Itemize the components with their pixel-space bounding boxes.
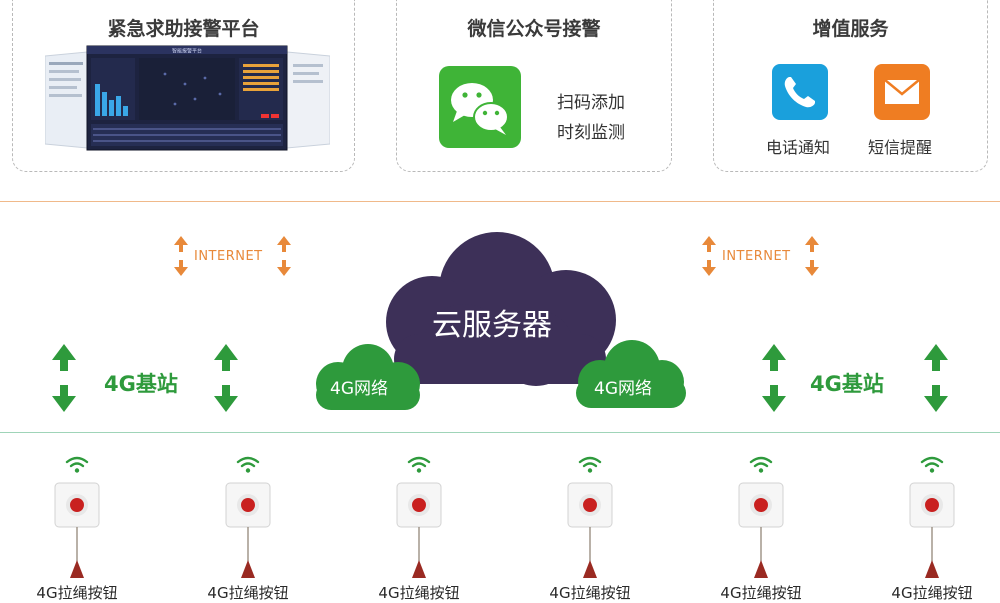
- wifi-signal-icon: [578, 456, 602, 473]
- wifi-signal-icon: [920, 456, 944, 473]
- network-4g-label-right: 4G网络: [594, 379, 652, 399]
- cloud-server: [386, 232, 616, 386]
- pull-cord-button-device: [34, 456, 120, 582]
- wechat-line1: 扫码添加: [557, 93, 625, 113]
- emergency-button-icon: [396, 482, 442, 578]
- emergency-platform-panel: 紧急求助接警平台 智能报警平台: [12, 0, 355, 172]
- phone-icon: [772, 64, 828, 120]
- sms-mail-icon: [874, 64, 930, 120]
- device-label: 4G拉绳按钮: [36, 584, 118, 602]
- internet-label-right: INTERNET: [722, 249, 791, 264]
- wechat-line2: 时刻监测: [557, 123, 625, 143]
- cloud-4g-network-right: [576, 340, 686, 408]
- bottom-divider: [0, 432, 1000, 433]
- base-station-label-right: 4G基站: [810, 372, 884, 396]
- wechat-panel-title: 微信公众号接警: [467, 18, 601, 40]
- internet-arrow-right-a: [702, 236, 716, 276]
- pull-cord-button-device: [718, 456, 804, 582]
- base-station-label-left: 4G基站: [104, 372, 178, 396]
- base-arrow-left-a: [52, 344, 76, 412]
- device-label: 4G拉绳按钮: [549, 584, 631, 602]
- pull-cord-button-device: [547, 456, 633, 582]
- device-label: 4G拉绳按钮: [378, 584, 460, 602]
- internet-arrow-right-b: [805, 236, 819, 276]
- platform-screen-image: 智能报警平台: [45, 45, 330, 151]
- wifi-signal-icon: [749, 456, 773, 473]
- phone-notify-label: 电话通知: [766, 138, 831, 157]
- internet-arrow-left-a: [174, 236, 188, 276]
- device-label: 4G拉绳按钮: [207, 584, 289, 602]
- emergency-button-icon: [54, 482, 100, 578]
- emergency-platform-title: 紧急求助接警平台: [107, 18, 260, 40]
- emergency-button-icon: [738, 482, 784, 578]
- wifi-signal-icon: [407, 456, 431, 473]
- pull-cord-button-device: [376, 456, 462, 582]
- cloud-4g-network-left: [316, 344, 420, 410]
- emergency-button-icon: [909, 482, 955, 578]
- platform-screen-title: 智能报警平台: [172, 48, 202, 55]
- emergency-button-icon: [567, 482, 613, 578]
- sms-remind-label: 短信提醒: [868, 138, 933, 157]
- value-added-panel: 增值服务 电话通知 短信提醒: [713, 0, 988, 172]
- wechat-icon: [439, 66, 521, 148]
- base-arrow-right-b: [924, 344, 948, 412]
- base-arrow-left-b: [214, 344, 238, 412]
- value-added-title: 增值服务: [812, 18, 889, 40]
- network-4g-label-left: 4G网络: [330, 379, 388, 399]
- base-arrow-right-a: [762, 344, 786, 412]
- emergency-button-icon: [225, 482, 271, 578]
- wifi-signal-icon: [236, 456, 260, 473]
- wechat-panel: 微信公众号接警 扫码添加 时刻监测: [396, 0, 672, 172]
- device-label: 4G拉绳按钮: [720, 584, 802, 602]
- internet-label-left: INTERNET: [194, 249, 263, 264]
- pull-cord-button-device: [205, 456, 291, 582]
- cloud-server-label: 云服务器: [432, 308, 552, 343]
- device-label: 4G拉绳按钮: [891, 584, 973, 602]
- top-divider: [0, 201, 1000, 202]
- internet-arrow-left-b: [277, 236, 291, 276]
- wifi-signal-icon: [65, 456, 89, 473]
- pull-cord-button-device: [889, 456, 975, 582]
